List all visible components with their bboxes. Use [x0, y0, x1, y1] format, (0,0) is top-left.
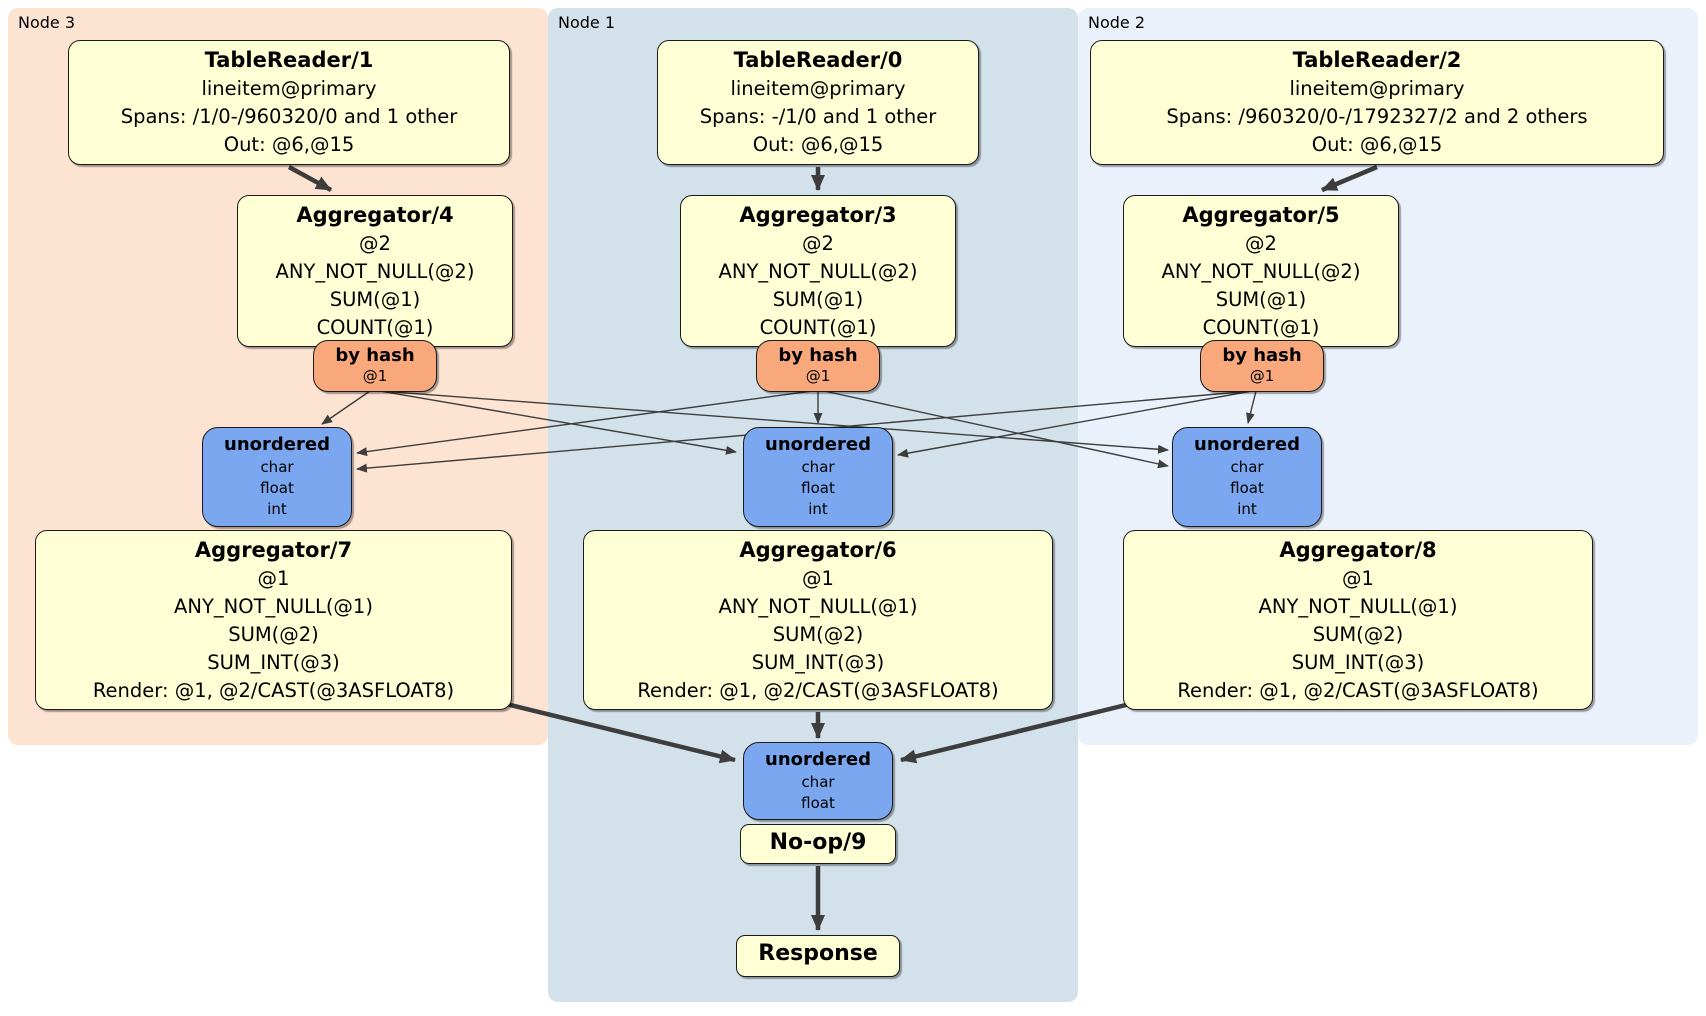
box-line: Out: @6,@15	[1311, 133, 1443, 156]
box-line: @1	[257, 567, 290, 590]
box-line: lineitem@primary	[730, 77, 906, 100]
box-line: ANY_NOT_NULL(@1)	[1258, 595, 1458, 618]
box-line: char	[801, 773, 835, 791]
box-line: COUNT(@1)	[759, 316, 877, 339]
box-line: SUM_INT(@3)	[751, 651, 885, 674]
box-line: @1	[1249, 367, 1275, 385]
box-title: unordered	[1194, 434, 1300, 455]
aggregator-8-box: Aggregator/8 @1 ANY_NOT_NULL(@1) SUM(@2)…	[1123, 530, 1593, 710]
box-line: @2	[1245, 232, 1277, 255]
unordered-sync-final: unordered char float	[743, 742, 893, 820]
box-line: @2	[359, 232, 391, 255]
box-title: by hash	[1222, 345, 1302, 366]
box-line: Out: @6,@15	[752, 133, 884, 156]
box-line: float	[801, 794, 835, 812]
box-line: lineitem@primary	[1289, 77, 1465, 100]
box-line: @1	[802, 567, 834, 590]
box-title: Aggregator/5	[1182, 203, 1340, 227]
box-line: Spans: /960320/0-/1792327/2 and 2 others	[1166, 105, 1588, 128]
box-title: by hash	[778, 345, 858, 366]
box-title: unordered	[765, 749, 871, 770]
box-line: @1	[1342, 567, 1374, 590]
box-line: Out: @6,@15	[223, 133, 355, 156]
box-line: SUM(@2)	[1312, 623, 1404, 646]
aggregator-3-box: Aggregator/3 @2 ANY_NOT_NULL(@2) SUM(@1)…	[680, 195, 956, 347]
box-line: @2	[802, 232, 834, 255]
box-line: Render: @1, @2/CAST(@3ASFLOAT8)	[92, 679, 455, 702]
box-line: ANY_NOT_NULL(@2)	[275, 260, 475, 283]
box-title: Response	[758, 941, 878, 966]
box-line: ANY_NOT_NULL(@1)	[718, 595, 918, 618]
box-line: COUNT(@1)	[1202, 316, 1320, 339]
aggregator-7-box: Aggregator/7 @1 ANY_NOT_NULL(@1) SUM(@2)…	[35, 530, 512, 710]
box-line: float	[1230, 479, 1264, 497]
box-title: Aggregator/3	[739, 203, 897, 227]
aggregator-4-box: Aggregator/4 @2 ANY_NOT_NULL(@2) SUM(@1)…	[237, 195, 513, 347]
box-title: by hash	[335, 345, 415, 366]
box-title: unordered	[765, 434, 871, 455]
box-line: SUM_INT(@3)	[207, 651, 340, 674]
box-line: lineitem@primary	[201, 77, 377, 100]
box-line: int	[808, 500, 828, 518]
box-title: Aggregator/7	[194, 538, 353, 562]
panel-node3-label: Node 3	[18, 13, 76, 32]
flow-edges	[287, 164, 1378, 931]
box-line: Spans: /1/0-/960320/0 and 1 other	[120, 105, 458, 128]
tablereader-1-box: TableReader/1 lineitem@primary Spans: /1…	[68, 40, 510, 165]
box-title: TableReader/0	[733, 48, 903, 72]
unordered-sync-middle: unordered char float int	[743, 427, 893, 527]
box-line: float	[801, 479, 835, 497]
box-line: Render: @1, @2/CAST(@3ASFLOAT8)	[637, 679, 999, 702]
box-line: SUM(@1)	[772, 288, 864, 311]
box-line: COUNT(@1)	[316, 316, 434, 339]
box-line: char	[1230, 458, 1264, 476]
box-line: ANY_NOT_NULL(@2)	[1161, 260, 1361, 283]
tablereader-0-box: TableReader/0 lineitem@primary Spans: -/…	[657, 40, 979, 165]
panel-node1-label: Node 1	[558, 13, 616, 32]
box-title: Aggregator/4	[296, 203, 454, 227]
response-box: Response	[736, 935, 900, 977]
box-line: char	[801, 458, 835, 476]
box-title: Aggregator/6	[739, 538, 897, 562]
noop-box: No-op/9	[740, 824, 896, 864]
box-line: int	[267, 500, 287, 518]
box-line: SUM_INT(@3)	[1291, 651, 1425, 674]
box-line: SUM(@2)	[772, 623, 864, 646]
box-line: ANY_NOT_NULL(@1)	[174, 595, 373, 618]
box-line: int	[1237, 500, 1257, 518]
box-line: SUM(@1)	[329, 288, 421, 311]
box-title: unordered	[224, 434, 330, 455]
box-line: Render: @1, @2/CAST(@3ASFLOAT8)	[1177, 679, 1539, 702]
box-line: SUM(@1)	[1215, 288, 1307, 311]
box-title: TableReader/1	[204, 48, 374, 72]
by-hash-router-3: by hash @1	[756, 340, 880, 392]
box-line: SUM(@2)	[228, 623, 319, 646]
by-hash-router-5: by hash @1	[1200, 340, 1324, 392]
aggregator-6-box: Aggregator/6 @1 ANY_NOT_NULL(@1) SUM(@2)…	[583, 530, 1053, 710]
box-line: ANY_NOT_NULL(@2)	[718, 260, 918, 283]
panel-node2-label: Node 2	[1088, 13, 1146, 32]
box-line: Spans: -/1/0 and 1 other	[699, 105, 937, 128]
unordered-sync-left: unordered char float int	[202, 427, 352, 527]
box-title: No-op/9	[769, 830, 867, 855]
box-line: float	[260, 479, 294, 497]
tablereader-2-box: TableReader/2 lineitem@primary Spans: /9…	[1090, 40, 1664, 165]
box-line: @1	[362, 367, 388, 385]
box-line: @1	[805, 367, 831, 385]
aggregator-5-box: Aggregator/5 @2 ANY_NOT_NULL(@2) SUM(@1)…	[1123, 195, 1399, 347]
box-line: char	[260, 458, 294, 476]
box-title: Aggregator/8	[1279, 538, 1437, 562]
unordered-sync-right: unordered char float int	[1172, 427, 1322, 527]
by-hash-router-4: by hash @1	[313, 340, 437, 392]
box-title: TableReader/2	[1292, 48, 1462, 72]
